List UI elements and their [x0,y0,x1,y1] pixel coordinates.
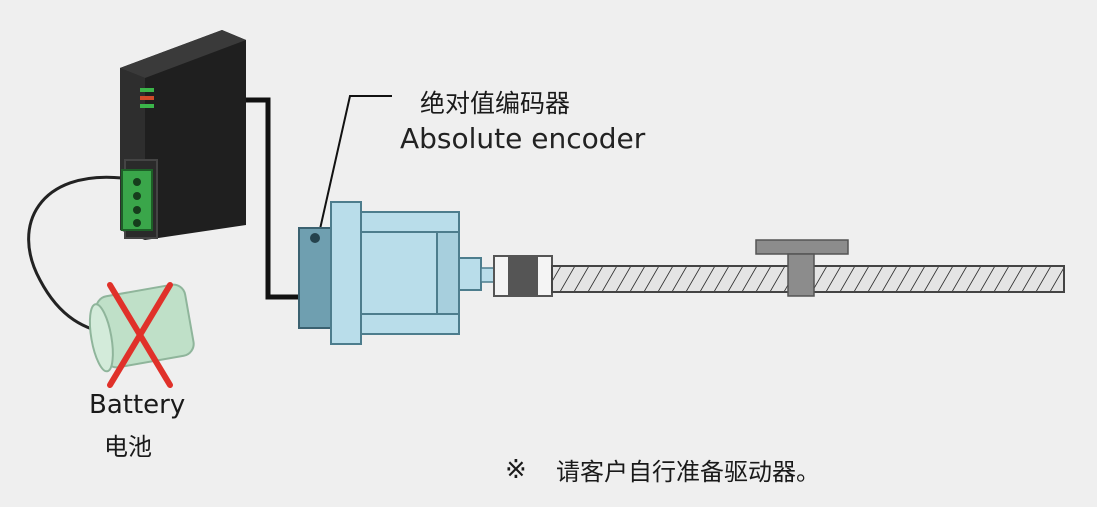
encoder-label-cn: 绝对值编码器 [420,89,571,118]
battery-cable [27,175,123,337]
terminal-block [121,169,153,231]
servo-motor [330,201,500,345]
encoder-leader-line [317,95,392,239]
driver-to-motor-cable [246,97,302,300]
x-mark-icon [107,282,173,388]
battery-label-en: Battery [89,390,186,420]
absolute-encoder [298,227,332,329]
battery-icon [88,283,195,373]
screw-nut-table [755,239,849,297]
battery-label-cn: 电池 [104,433,152,461]
note-mark: ※ [505,455,527,485]
shaft-coupling [493,255,553,297]
encoder-label-en: Absolute encoder [400,122,646,155]
driver-note: 请客户自行准备驱动器。 [556,458,820,486]
